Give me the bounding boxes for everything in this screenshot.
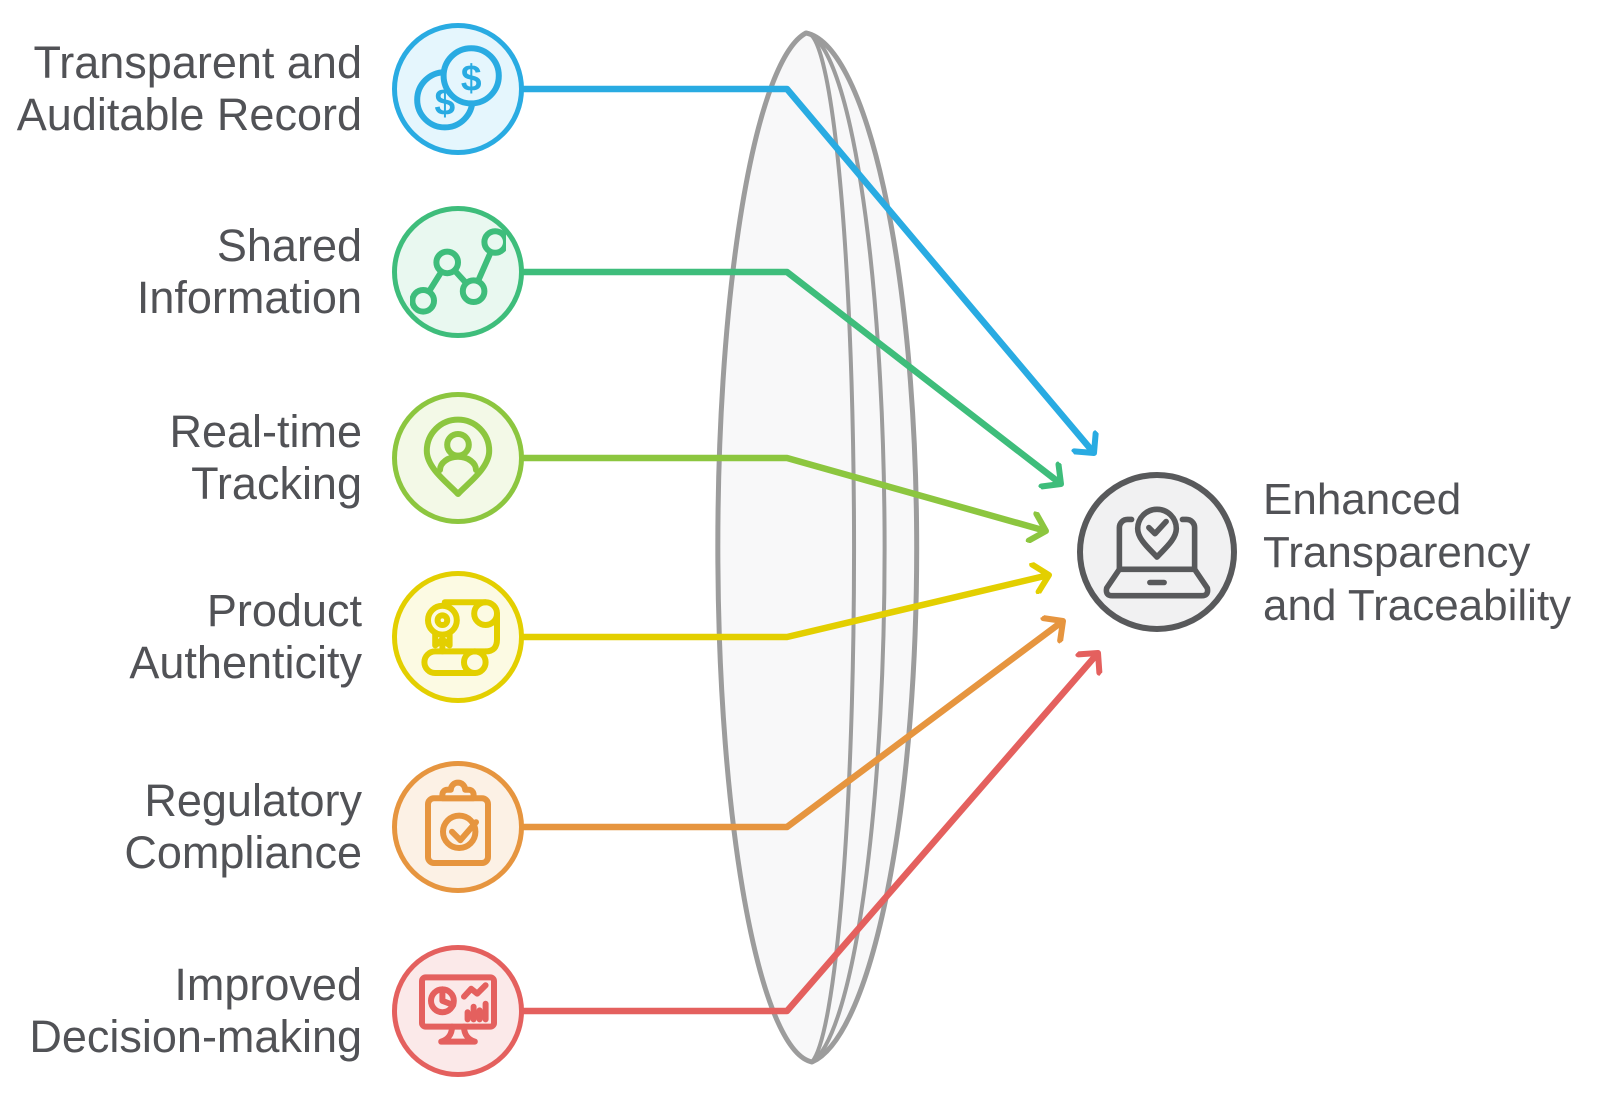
label-line: Transparency xyxy=(1263,528,1531,577)
label-line: Auditable Record xyxy=(16,89,362,140)
label-line: Authenticity xyxy=(129,637,362,688)
label-line: Transparent and xyxy=(33,37,362,88)
label-line: Enhanced xyxy=(1263,475,1462,524)
circle-improved-decision-making xyxy=(392,945,524,1077)
label-line: Decision-making xyxy=(29,1011,362,1062)
arrow-realtime-tracking xyxy=(458,454,1046,531)
label-line: Tracking xyxy=(191,458,362,509)
dollar-coins-icon: $ $ xyxy=(414,45,502,131)
clipboard-check-icon xyxy=(425,779,491,866)
label-enhanced-transparency-traceability: Enhanced Transparency and Traceability xyxy=(1263,473,1593,632)
arrow-product-authenticity xyxy=(458,575,1049,641)
label-improved-decision-making: Improved Decision-making xyxy=(0,959,362,1063)
label-transparent-auditable-record: Transparent and Auditable Record xyxy=(0,37,362,141)
label-line: Product xyxy=(206,585,362,636)
lens-inner-arc-front xyxy=(805,30,857,1064)
label-line: Regulatory xyxy=(144,775,362,826)
svg-text:$: $ xyxy=(461,57,482,99)
label-shared-information: Shared Information xyxy=(0,220,362,324)
circle-regulatory-compliance xyxy=(392,761,524,893)
label-realtime-tracking: Real-time Tracking xyxy=(0,406,362,510)
circle-transparent-auditable-record: $ $ xyxy=(392,23,524,155)
lens-inner-arc-middle xyxy=(805,31,887,1064)
circle-enhanced-transparency xyxy=(1077,472,1237,632)
circle-product-authenticity xyxy=(392,571,524,703)
arrow-shared-information xyxy=(458,268,1061,484)
arrow-regulatory-compliance xyxy=(458,621,1063,831)
label-line: Shared xyxy=(216,220,362,271)
label-line: Improved xyxy=(174,959,362,1010)
arrow-improved-decisions xyxy=(458,653,1098,1015)
label-line: Real-time xyxy=(169,406,362,457)
label-regulatory-compliance: Regulatory Compliance xyxy=(0,775,362,879)
circle-shared-information xyxy=(392,206,524,338)
label-line: and Traceability xyxy=(1263,581,1572,630)
lens-shape xyxy=(715,30,920,1065)
certificate-scroll-icon xyxy=(421,599,500,676)
connector-arrows xyxy=(458,85,1098,1015)
laptop-location-check-icon xyxy=(1103,506,1211,599)
circle-realtime-tracking xyxy=(392,392,524,524)
arrow-transparent-record xyxy=(458,85,1094,453)
label-line: Compliance xyxy=(124,827,362,878)
dashboard-monitor-icon xyxy=(419,974,497,1045)
label-line: Information xyxy=(136,272,362,323)
line-chart-nodes-icon xyxy=(410,228,506,315)
label-product-authenticity: Product Authenticity xyxy=(0,585,362,689)
person-location-pin-icon xyxy=(423,416,493,497)
